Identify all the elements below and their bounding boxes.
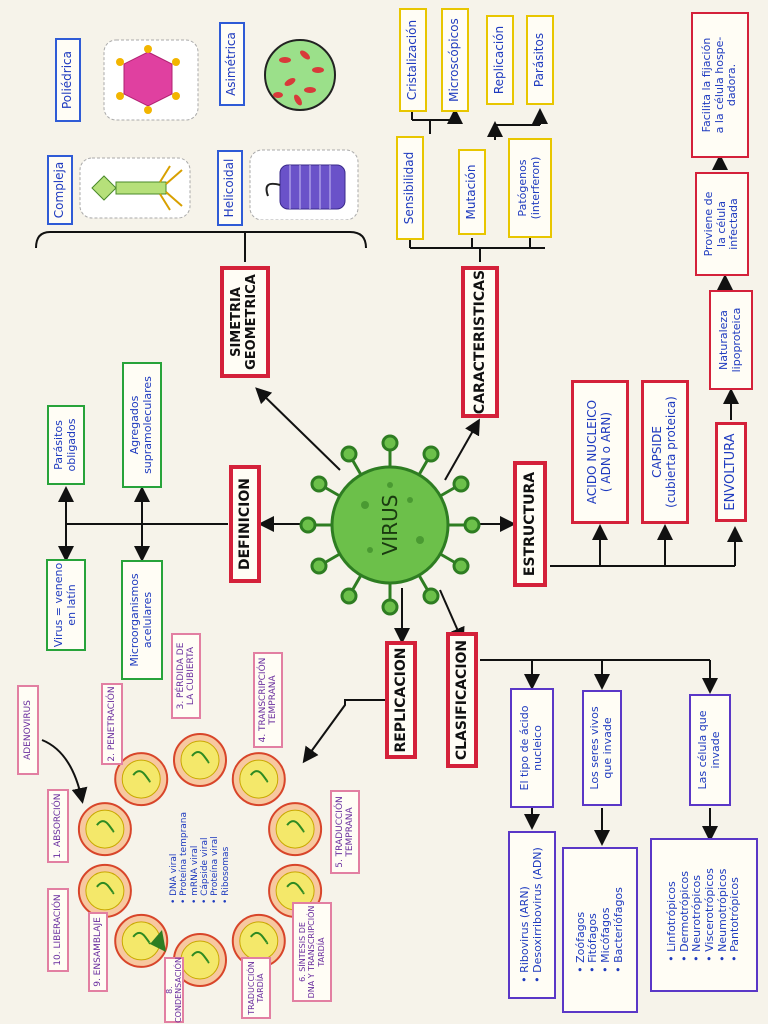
label-asimetrica: Asimétrica <box>219 22 245 106</box>
step-traduccion-temprana: 5. TRADUCCIÓN TEMPRANA <box>330 790 360 874</box>
char-microscopicos: Microscópicos <box>441 8 469 112</box>
def-virus-veneno: Virus = veneno en latín <box>46 559 86 651</box>
list-item: Viscerotrópicos <box>703 868 717 962</box>
clas-seres-list: ZoófagosFitófagosMicófagosBacteriófagos <box>562 847 638 1013</box>
list-item: Proteína temprana <box>179 812 189 904</box>
node-clasificacion[interactable]: CLASIFICACION <box>446 632 478 768</box>
step-liberacion: 10. LIBERACIÓN <box>47 888 69 972</box>
char-replicacion: Replicación <box>486 15 514 105</box>
clas-celula: Las célula que invade <box>689 694 731 806</box>
list-item: Pantotrópicos <box>728 868 742 962</box>
nucleus-icon <box>85 809 125 849</box>
list-item: Ribosomas <box>221 812 231 904</box>
est-envoltura: ENVOLTURA <box>715 422 747 522</box>
nucleus-icon <box>180 740 220 780</box>
step-penetracion: 2. PENETRACIÓN <box>101 683 123 765</box>
envoltura-naturaleza: Naturaleza lipoproteica <box>709 290 753 390</box>
center-label: VIRUS <box>377 494 402 556</box>
char-patogenos: Patógenos (interferon) <box>508 138 552 238</box>
node-definicion[interactable]: DEFINICION <box>229 465 261 583</box>
nucleus-icon <box>121 759 161 799</box>
virus-center-icon <box>299 434 481 616</box>
list-item: Micófagos <box>599 887 613 973</box>
clas-tipo-acido: El tipo de ácido nucleico <box>510 688 554 808</box>
char-mutacion: Mutación <box>458 149 486 235</box>
envoltura-facilita: Facilita la fijación a la célula hospe- … <box>691 12 749 158</box>
node-estructura[interactable]: ESTRUCTURA <box>513 461 547 587</box>
node-replicacion[interactable]: REPLICACION <box>385 641 417 759</box>
node-simetria[interactable]: SIMETRIA GEOMETRICA <box>220 266 270 378</box>
replication-cycle-diagram <box>77 733 323 987</box>
list-item: Desoxirribovirus (ADN) <box>531 847 545 983</box>
symmetry-illustrations <box>79 39 359 220</box>
step-perdida-cubierta: 3. PÉRDIDA DE LA CUBIERTA <box>171 633 201 719</box>
clas-celula-list: LinfotrópicosDermotrópicosNeurotrópicosV… <box>650 838 758 992</box>
step-ensamblaje: 9. ENSAMBLAJE <box>88 912 108 992</box>
node-caracteristicas[interactable]: CARACTERISTICAS <box>461 266 499 418</box>
label-compleja: Compleja <box>47 155 73 225</box>
label-poliedrica: Poliédrica <box>55 38 81 122</box>
list-item: mRNA viral <box>190 812 200 904</box>
list-item: Bacteriófagos <box>612 887 626 973</box>
envoltura-proviene: Proviene de la célula infectada <box>695 172 749 276</box>
list-item: Linfotrópicos <box>665 868 679 962</box>
label-adenovirus: ADENOVIRUS <box>17 685 39 775</box>
step-absorcion: 1. ABSORCIÓN <box>47 789 69 863</box>
est-acido-nucleico: ACIDO NUCLEICO ( ADN o ARN) <box>571 380 629 524</box>
nucleus-icon <box>239 759 279 799</box>
char-sensibilidad: Sensibilidad <box>396 136 424 240</box>
step-traduccion-tardia: TRADUCCIÓN TARDÍA <box>241 957 271 1019</box>
clas-seres-vivos: Los seres vivos que invade <box>582 690 622 806</box>
list-item: Cápside viral <box>200 812 210 904</box>
nucleus-icon <box>85 871 125 911</box>
list-item: Proteína viral <box>210 812 220 904</box>
char-parasitos: Parásitos <box>526 15 554 105</box>
def-parasitos-obligados: Parásitos obligados <box>47 405 85 485</box>
clas-acido-list: Ribovirus (ARN)Desoxirribovirus (ADN) <box>508 831 556 999</box>
step-transcripcion-temprana: 4. TRANSCRIPCIÓN TEMPRANA <box>253 652 283 748</box>
char-cristalizacion: Cristalización <box>399 8 427 112</box>
replication-legend: DNA viralProteína tempranamRNA viralCáps… <box>155 783 245 933</box>
nucleus-icon <box>180 940 220 980</box>
nucleus-icon <box>275 809 315 849</box>
label-helicoidal: Helicoidal <box>217 150 243 226</box>
step-condensacion: 8. CONDENSACIÓN <box>164 957 184 1023</box>
est-capside: CAPSIDE (cubierta proteica) <box>641 380 689 524</box>
step-sintesis-dna: 6. SÍNTESIS DE DNA Y TRANSCRIPCIÓN TARDÍ… <box>292 902 332 1002</box>
def-microorganismos: Microorganismos acelulares <box>121 560 163 680</box>
def-agregados: Agregados supramoleculares <box>122 362 162 488</box>
nucleus-icon <box>239 921 279 961</box>
list-item: DNA viral <box>169 812 179 904</box>
